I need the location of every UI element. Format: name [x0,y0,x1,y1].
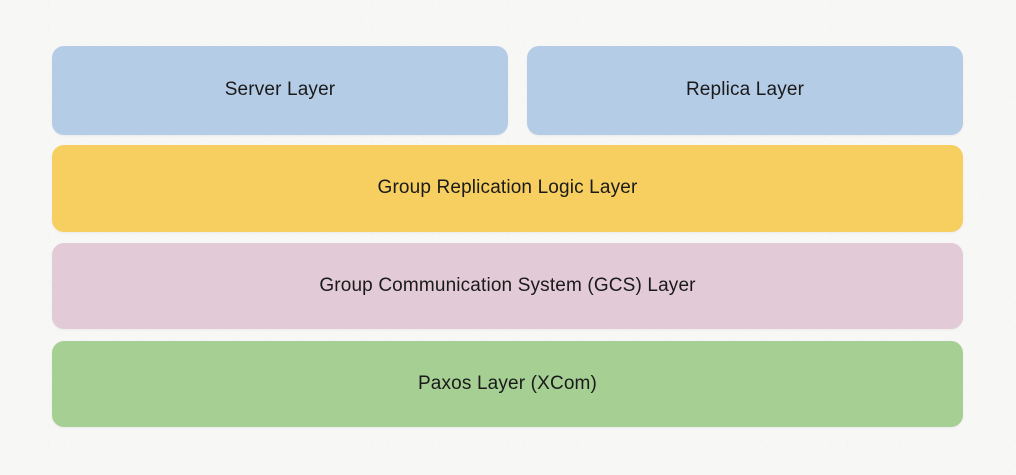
layer-box-replica-layer[interactable]: Replica Layer [527,46,963,135]
layer-label-server-layer: Server Layer [224,79,336,101]
layer-box-paxos-layer[interactable]: Paxos Layer (XCom) [52,341,963,427]
layer-label-replica-layer: Replica Layer [685,79,805,101]
layer-label-paxos-layer: Paxos Layer (XCom) [417,372,598,394]
layer-box-server-layer[interactable]: Server Layer [52,46,508,135]
layer-label-gcs-layer: Group Communication System (GCS) Layer [319,274,696,296]
layer-label-group-replication-logic-layer: Group Replication Logic Layer [377,177,638,199]
layer-box-gcs-layer[interactable]: Group Communication System (GCS) Layer [52,243,963,329]
layer-box-group-replication-logic-layer[interactable]: Group Replication Logic Layer [52,145,963,232]
